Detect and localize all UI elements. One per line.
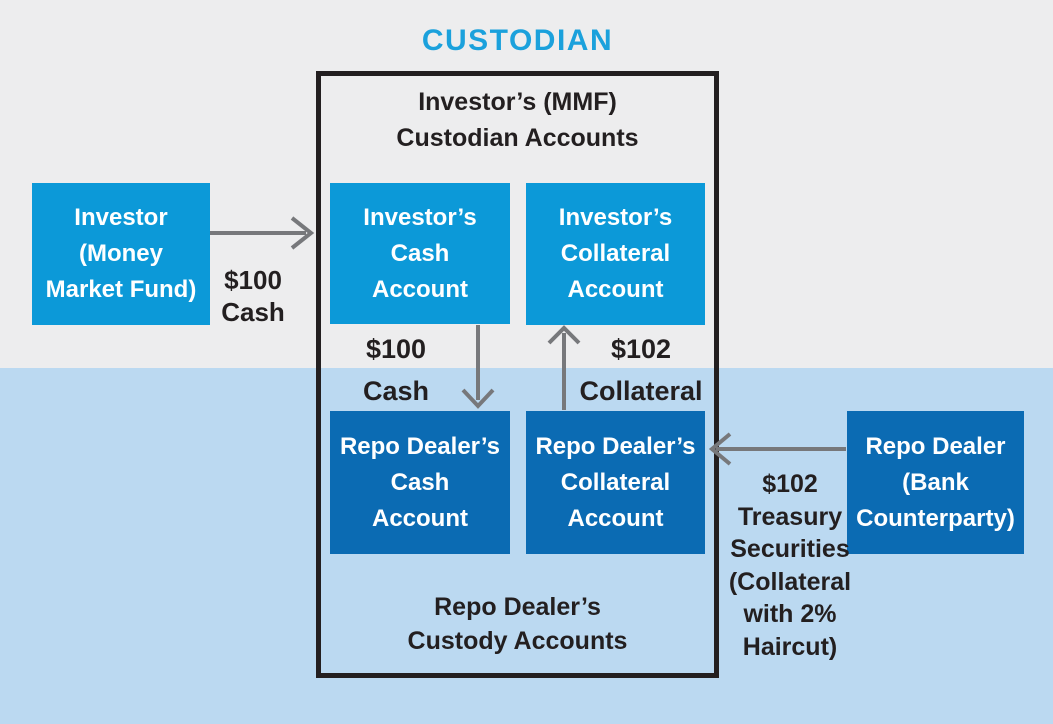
investor-cash-flow-label: $100 Cash (221, 265, 285, 327)
dealer-custody-accounts-label: Repo Dealer’s Custody Accounts (407, 593, 628, 655)
investor-collateral-account-node: Investor’s Collateral Account (526, 183, 705, 325)
repo-dealer-node: Repo Dealer (Bank Counterparty) (847, 411, 1024, 554)
custodian-title: CUSTODIAN (421, 24, 614, 57)
dealer-collateral-account-node: Repo Dealer’s Collateral Account (526, 411, 705, 554)
dealer-cash-account-node: Repo Dealer’s Cash Account (330, 411, 510, 554)
investor-custodian-accounts-label: Investor’s (MMF) Custodian Accounts (396, 88, 639, 152)
dealer-collateral-flow-label: $102 Treasury Securities (Collateral wit… (728, 470, 852, 661)
investor-cash-account-node: Investor’s Cash Account (330, 183, 510, 324)
custodian-boundary-box (316, 71, 719, 678)
collateral-to-investor-flow-label: $102 Collateral (579, 334, 703, 406)
investor-node: Investor (Money Market Fund) (32, 183, 210, 325)
cash-to-dealer-flow-label: $100 Cash (362, 334, 430, 406)
